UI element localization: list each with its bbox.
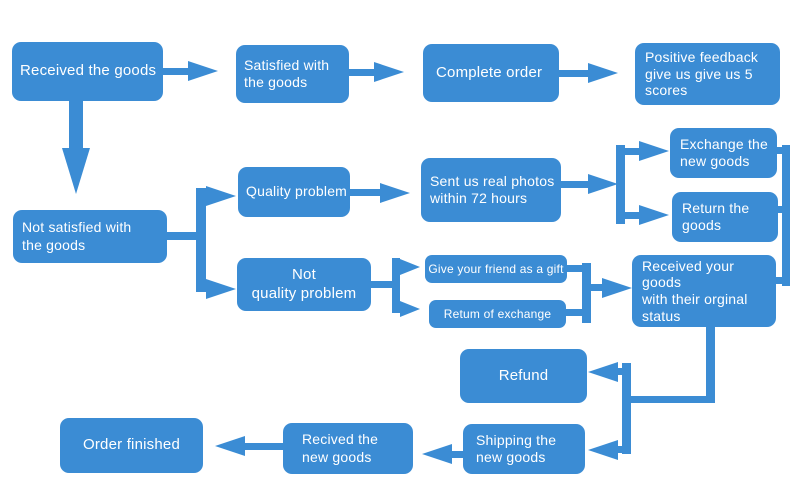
node-recived-the-new-goods: Recived the new goods [283,423,413,474]
arrow-to-refund-shaft [614,368,624,375]
node-return-the-goods: Return the goods [672,192,778,242]
node-satisfied-with-the-goods: Satisfied with the goods [236,45,349,103]
arrow-to-shipping-head [588,440,618,460]
node-positive-feedback: Positive feedback give us give us 5 scor… [635,43,780,105]
connector-gift-right-stub [567,265,582,272]
connector-return-right-stub [776,206,786,213]
arrow-received-to-satisfied-shaft [163,68,188,75]
arrow-received-to-notsatisfied-shaft [69,100,83,148]
arrow-merge-to-status-head [602,278,632,298]
connector-right-bracket-vertical [782,145,790,286]
arrow-shipping-to-recived-head [422,444,452,464]
connector-status-down-vertical [706,326,715,403]
arrow-split-to-return-head [639,205,669,225]
connector-gift-merge-vertical [582,263,591,323]
node-complete-order: Complete order [423,44,559,102]
node-sent-us-real-photos: Sent us real photos within 72 hours [421,158,561,222]
connector-photos-split-vertical [616,145,625,224]
arrow-photos-to-split-shaft [560,181,588,188]
arrow-split-to-return-shaft [625,212,639,219]
arrow-branch-to-quality-head [206,186,236,206]
arrow-photos-to-split-head [588,174,618,194]
node-shipping-the-new-goods: Shipping the new goods [463,424,585,474]
arrow-branch-to-gift-head [400,259,420,275]
node-not-quality-problem: Not quality problem [237,258,371,311]
arrow-complete-to-feedback-shaft [559,70,588,77]
arrow-recived-to-finished-head [215,436,245,456]
arrow-recived-to-finished-shaft [245,443,283,450]
arrow-split-to-exchange-head [639,141,669,161]
arrow-received-to-notsatisfied-head [62,148,90,194]
arrow-branch-to-retum-head [400,301,420,317]
node-retum-of-exchange: Retum of exchange [429,300,566,328]
connector-notquality-branch-stub [371,281,392,288]
connector-notsatisfied-branch-stub [167,232,201,240]
arrow-received-to-satisfied-head [188,61,218,81]
arrow-to-refund-head [588,362,618,382]
arrow-quality-to-photos-head [380,183,410,203]
arrow-branch-to-notquality-head [206,279,236,299]
node-give-your-friend-as-a-gift: Give your friend as a gift [425,255,567,283]
arrow-complete-to-feedback-head [588,63,618,83]
arrow-to-shipping-shaft [614,446,624,453]
arrow-satisfied-to-complete-head [374,62,404,82]
connector-notquality-branch-vertical [392,258,400,313]
connector-notsatisfied-branch-vertical [196,188,206,292]
node-refund: Refund [460,349,587,403]
connector-refund-shipping-vertical [622,363,631,454]
arrow-merge-to-status-shaft [591,284,602,291]
arrow-shipping-to-recived-shaft [450,451,463,458]
connector-status-right-stub [775,277,787,284]
node-not-satisfied-with-the-goods: Not satisfied with the goods [13,210,167,263]
arrow-split-to-exchange-shaft [625,148,639,155]
node-received-your-goods-original-status: Received your goods with their orginal s… [632,255,776,327]
connector-status-down-horizontal [622,396,715,403]
node-quality-problem: Quality problem [238,167,350,217]
arrow-quality-to-photos-shaft [350,189,380,196]
connector-retum-right-stub [566,309,582,316]
node-received-the-goods: Received the goods [12,42,163,101]
node-order-finished: Order finished [60,418,203,473]
connector-exchange-right-stub [775,147,787,154]
arrow-satisfied-to-complete-shaft [348,69,374,76]
node-exchange-the-new-goods: Exchange the new goods [670,128,777,178]
